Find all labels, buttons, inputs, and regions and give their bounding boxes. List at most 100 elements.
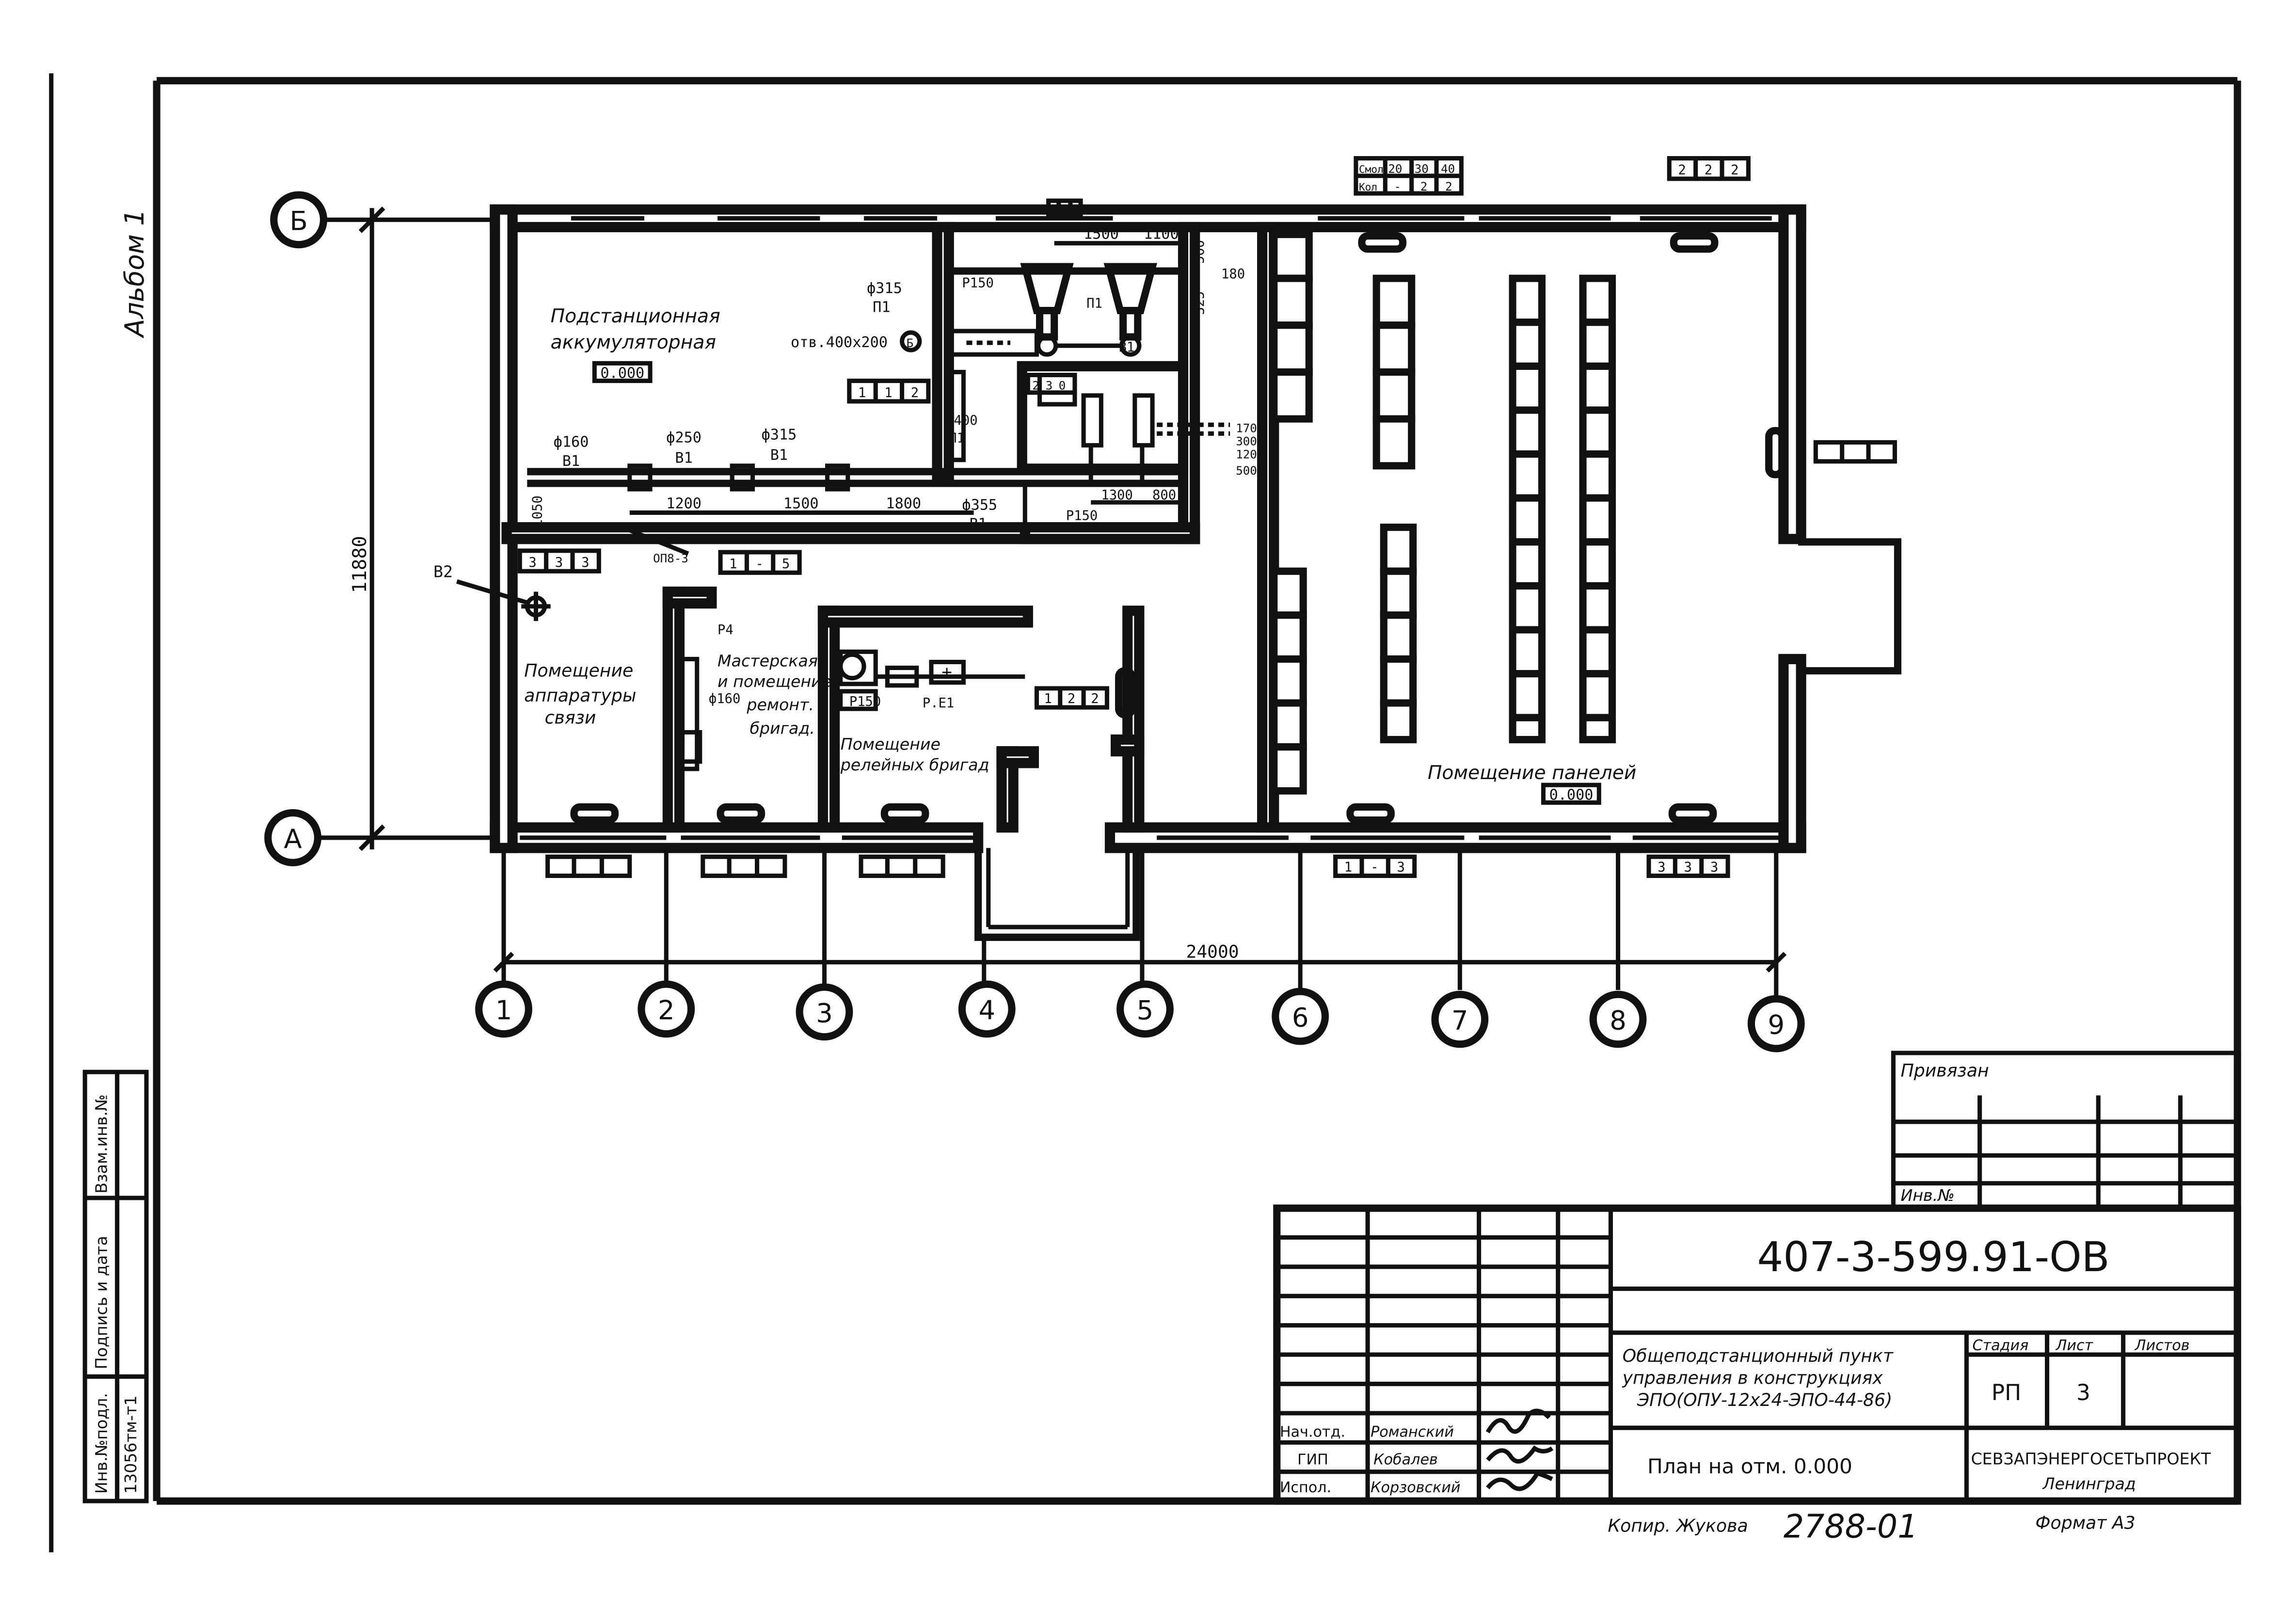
dim-r2-170: 170	[1236, 421, 1257, 435]
tag-mid-pipe-1: -	[756, 557, 764, 572]
footer-number: 2788-01	[1784, 1508, 1918, 1546]
tag-bottom8-1: 3	[1684, 860, 1691, 875]
lbl-p150: Р150	[962, 275, 993, 290]
lbl-opg: ОП8-3	[653, 552, 688, 565]
lbl-b1a: В1	[562, 453, 580, 470]
dim-right-180: 180	[1221, 267, 1245, 282]
tag-top-small-r0: Кол	[1359, 181, 1377, 193]
title-block: 407-3-599.91-ОВ Общеподстанционный пункт…	[1273, 1204, 2241, 1505]
inv-no-label: Инв.№	[1900, 1186, 1954, 1205]
col-axis-3: 3	[816, 998, 833, 1029]
footer: Копир. Жукова 2788-01 Формат А3	[1608, 1508, 2135, 1546]
lbl-b1b: В1	[675, 450, 692, 467]
tag-bottom6-1: -	[1371, 860, 1378, 875]
tag-top-small-h1: 20	[1388, 162, 1402, 176]
stage-label: Стадия	[1972, 1337, 2028, 1354]
room-labels: Подстанционная аккумуляторная 0.000 Поме…	[524, 305, 1636, 805]
tag-mid-small-1: 3	[1046, 379, 1053, 393]
tag-left-row-2: 3	[581, 555, 589, 570]
lbl-b1d: В1	[970, 516, 987, 533]
col-axis-6: 6	[1292, 1003, 1309, 1033]
dim-right-500: 500	[1192, 240, 1207, 264]
room-relay-line1: Помещение	[841, 735, 941, 754]
footer-format: Формат А3	[2035, 1513, 2135, 1533]
room-accumulator-level: 0.000	[600, 365, 644, 382]
room-panels-name: Помещение панелей	[1428, 762, 1636, 784]
lbl-d400: ф400	[946, 413, 977, 428]
tag-left-row-1: 3	[555, 555, 563, 570]
row-axis-b: Б	[290, 206, 308, 236]
exhaust-duct-b1	[527, 463, 1186, 556]
side-stamp-value: 13056тм-т1	[121, 1396, 140, 1494]
footer-copy: Копир. Жукова	[1608, 1515, 1748, 1536]
album-label: Альбом 1	[119, 209, 150, 338]
tag-bottom8-2: 3	[1710, 860, 1718, 875]
signature-2	[1486, 1470, 1553, 1491]
room-workshop-line3: ремонт.	[746, 695, 814, 714]
tag-top-small-r2: 2	[1420, 180, 1428, 193]
plus-mark: +	[941, 662, 952, 683]
sheet-value: 3	[2076, 1380, 2090, 1405]
role-1: ГИП	[1297, 1451, 1328, 1468]
name-1: Кобалев	[1373, 1451, 1438, 1468]
dim-1800: 1800	[886, 495, 921, 512]
desc-line1: Общеподстанционный пункт	[1623, 1345, 1894, 1366]
dim-1500: 1500	[783, 495, 819, 512]
col-axis-7: 7	[1451, 1005, 1468, 1036]
lbl-d160: ф160	[554, 434, 589, 451]
ventilation-equipment	[946, 263, 1230, 484]
column-axes: 24000 1 2 3 4 5 6 7 8 9	[475, 848, 1805, 1053]
role-0: Нач.отд.	[1280, 1423, 1345, 1440]
panel-cabinets	[1270, 230, 1616, 795]
lbl-d250: ф250	[666, 429, 702, 446]
room-workshop-line1: Мастерская	[718, 652, 818, 670]
room-comm-line3: связи	[545, 707, 596, 728]
sheet-label: Лист	[2056, 1337, 2094, 1354]
row-axis-a: А	[284, 824, 302, 854]
lbl-d315b: ф315	[762, 426, 797, 443]
tag-top-right-1: 2	[1705, 163, 1712, 178]
dim-right-325: 325	[1192, 291, 1207, 315]
tag-mid-small-2: 0	[1059, 379, 1066, 393]
tag-top-small-h3: 40	[1441, 162, 1455, 176]
lbl-b2: В2	[433, 562, 453, 581]
tag-bottom8-0: 3	[1658, 860, 1665, 875]
lbl-d315-top: ф315	[867, 280, 902, 297]
tag-relay-1: 2	[1068, 691, 1075, 706]
sheet-title: План на отм. 0.000	[1647, 1454, 1852, 1478]
col-axis-2: 2	[658, 995, 675, 1025]
desc-line3: ЭПО(ОПУ-12х24-ЭПО-44-86)	[1637, 1389, 1892, 1410]
room-comm-line2: аппаратуры	[524, 685, 636, 706]
attached-label: Привязан	[1900, 1060, 1989, 1081]
pipe-labels: ф315 П1 отв.400х200 Б Р150 П1 ф400 П1 ф1…	[433, 275, 1134, 711]
lbl-p1-top: П1	[873, 299, 890, 316]
role-2: Испол.	[1280, 1479, 1331, 1496]
col-axis-9: 9	[1768, 1010, 1785, 1040]
tag-top-small-r1: -	[1394, 180, 1401, 193]
dim-top-1100: 1100	[1144, 226, 1179, 243]
sheets-label: Листов	[2135, 1337, 2190, 1354]
desc-line2: управления в конструкциях	[1622, 1368, 1883, 1388]
dim-low-800: 800	[1152, 488, 1176, 503]
lbl-otv: отв.400х200	[791, 334, 888, 351]
tag-top-small-h2: 30	[1415, 162, 1429, 176]
attachment-stamp: Привязан Инв.№	[1891, 1051, 2240, 1211]
signature-1	[1486, 1445, 1554, 1464]
tag-relay-2: 2	[1091, 691, 1099, 706]
stage-value: РП	[1992, 1380, 2021, 1405]
wall-openings	[520, 216, 1779, 840]
tag-bottom6-0: 1	[1344, 860, 1352, 875]
col-axis-4: 4	[978, 995, 995, 1025]
dim-r2-300: 300	[1236, 434, 1257, 448]
tag-mid-acc-1: 1	[884, 385, 892, 400]
drawing-code: 407-3-599.91-ОВ	[1757, 1233, 2109, 1281]
dim-r2-500: 500	[1236, 464, 1257, 478]
room-accumulator-line1: Подстанционная	[551, 305, 720, 327]
side-stamp-sign: Подпись и дата	[92, 1236, 111, 1369]
tag-top-right-0: 2	[1678, 163, 1686, 178]
room-workshop-line4: бригад.	[749, 719, 815, 738]
lbl-p1c: П1	[949, 431, 965, 446]
col-axis-1: 1	[495, 995, 512, 1025]
room-equipment: +	[677, 649, 1025, 771]
